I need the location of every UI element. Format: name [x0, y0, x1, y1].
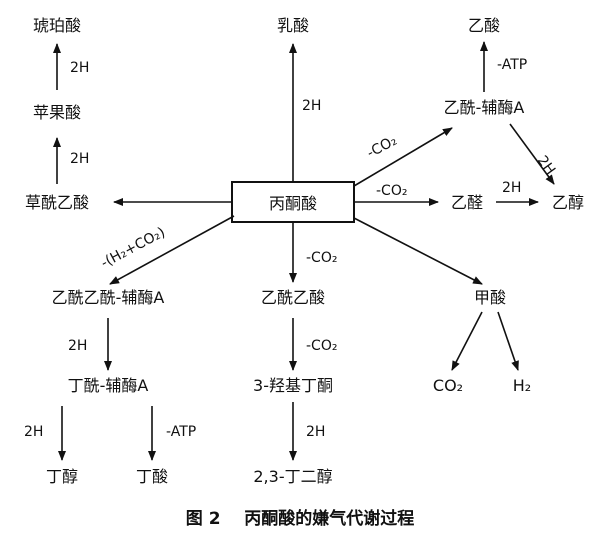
arrow-pyruvate-to-formate	[353, 217, 483, 285]
node-succinate: 琥珀酸	[33, 16, 81, 35]
node-butyryl-coa: 丁酰-辅酶A	[68, 376, 149, 395]
arrow-formate-to-h2	[497, 311, 519, 371]
node-malate: 苹果酸	[33, 103, 81, 122]
label-succinate-malate: 2H	[70, 60, 89, 76]
node-butyrate: 丁酸	[136, 467, 168, 486]
label-to-acetyl-coa: -CO₂	[364, 133, 399, 162]
label-malate-oxaloacetate: 2H	[70, 151, 89, 167]
label-lactate: 2H	[302, 98, 321, 114]
node-butanediol: 2,3-丁二醇	[253, 467, 332, 486]
node-lactate: 乳酸	[277, 16, 309, 35]
node-formate: 甲酸	[474, 288, 506, 307]
label-butyryl-butyrate: -ATP	[166, 424, 196, 440]
label-acetoacetyl-butyryl: 2H	[68, 338, 87, 354]
node-oxaloacetate: 草酰乙酸	[25, 193, 89, 212]
arrow-formate-to-co2	[451, 311, 483, 371]
node-butanol: 丁醇	[46, 467, 78, 486]
label-acetyl-to-ethanol: 2H	[534, 153, 558, 178]
label-acetoin-butanediol: 2H	[306, 424, 325, 440]
node-acetoin: 3-羟基丁酮	[253, 376, 333, 395]
arrow-acetyl-coa-to-ethanol	[509, 123, 555, 185]
label-to-acetaldehyde: -CO₂	[376, 183, 407, 199]
node-co2: CO₂	[433, 376, 463, 395]
node-acetolactate: 乙酰乙酸	[261, 288, 325, 307]
arrow-pyruvate-to-acetoacetyl-coa	[109, 215, 235, 285]
label-acetyl-to-acetate: -ATP	[497, 57, 527, 73]
node-acetaldehyde: 乙醛	[451, 193, 483, 212]
label-butyryl-butanol: 2H	[24, 424, 43, 440]
arrow-pyruvate-to-acetyl-coa	[353, 127, 453, 187]
label-to-acetoacetyl-coa: -(H₂+CO₂)	[98, 224, 168, 271]
label-acetolactate-acetoin: -CO₂	[306, 338, 337, 354]
node-acetoacetyl-coa: 乙酰乙酰-辅酶A	[52, 288, 165, 307]
node-pyruvate: 丙酮酸	[269, 194, 317, 213]
label-to-acetolactate: -CO₂	[306, 250, 337, 266]
figure-caption: 图 2 丙酮酸的嫌气代谢过程	[186, 508, 414, 529]
node-h2: H₂	[513, 376, 531, 395]
node-acetate: 乙酸	[468, 16, 500, 35]
label-acetaldehyde-ethanol: 2H	[502, 180, 521, 196]
node-ethanol: 乙醇	[552, 193, 584, 212]
node-acetyl-coa: 乙酰-辅酶A	[444, 98, 525, 117]
